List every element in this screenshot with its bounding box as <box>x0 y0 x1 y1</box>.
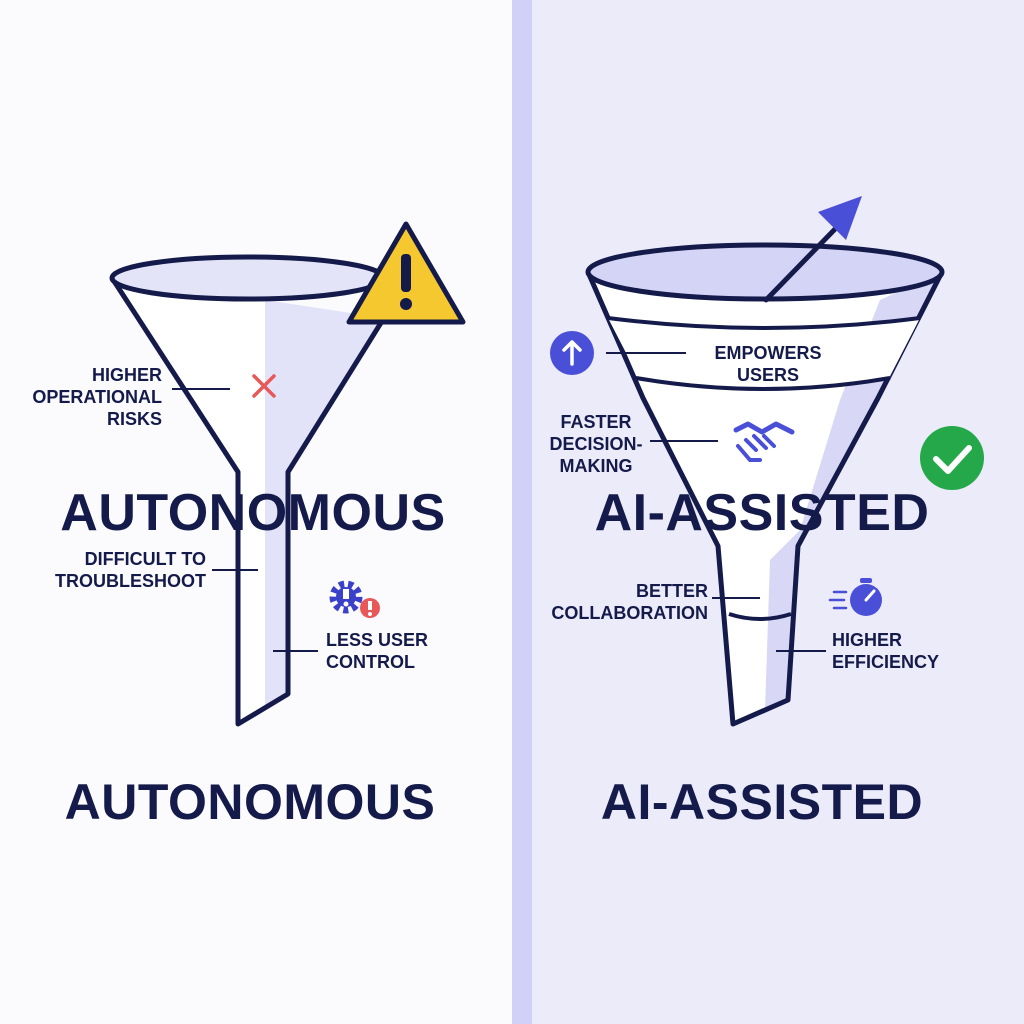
label-line: BETTER COLLABORATION <box>551 581 708 623</box>
label-less-user-control: LESS USER CONTROL <box>326 629 486 673</box>
warning-icon <box>346 221 466 325</box>
label-faster-decision-making: FASTER DECISION- MAKING <box>526 411 666 477</box>
label-higher-operational-risks: HIGHER OPERATIONAL RISKS <box>0 364 162 430</box>
ai-assisted-title-overlay: AI-ASSISTED <box>594 484 930 542</box>
handshake-icon <box>733 421 795 462</box>
label-line: HIGHER EFFICIENCY <box>832 630 940 672</box>
checkmark-icon <box>920 426 984 490</box>
label-line: LESS USER CONTROL <box>326 630 429 672</box>
label-line: DIFFICULT TO TROUBLESHOOT <box>55 549 206 591</box>
ai-assisted-funnel <box>585 242 945 727</box>
up-circle-icon <box>550 331 594 375</box>
stopwatch-icon <box>828 578 882 616</box>
label-line: EMPOWERS USERS <box>714 343 822 385</box>
label-line: FASTER DECISION- MAKING <box>549 412 643 476</box>
label-empowers-users: EMPOWERS USERS <box>688 342 848 386</box>
upward-arrow-icon <box>763 196 862 303</box>
label-line: HIGHER OPERATIONAL RISKS <box>32 365 162 429</box>
autonomous-title: AUTONOMOUS <box>64 774 436 830</box>
gear-alert-icon <box>329 580 380 618</box>
autonomous-title-overlay: AUTONOMOUS <box>60 484 446 542</box>
autonomous-funnel <box>109 254 387 727</box>
ai-assisted-title: AI-ASSISTED <box>600 774 924 830</box>
label-difficult-to-troubleshoot: DIFFICULT TO TROUBLESHOOT <box>0 548 206 592</box>
x-mark-icon <box>252 374 276 398</box>
label-higher-efficiency: HIGHER EFFICIENCY <box>832 629 992 673</box>
label-better-collaboration: BETTER COLLABORATION <box>510 580 708 624</box>
panel-divider <box>512 0 532 1024</box>
